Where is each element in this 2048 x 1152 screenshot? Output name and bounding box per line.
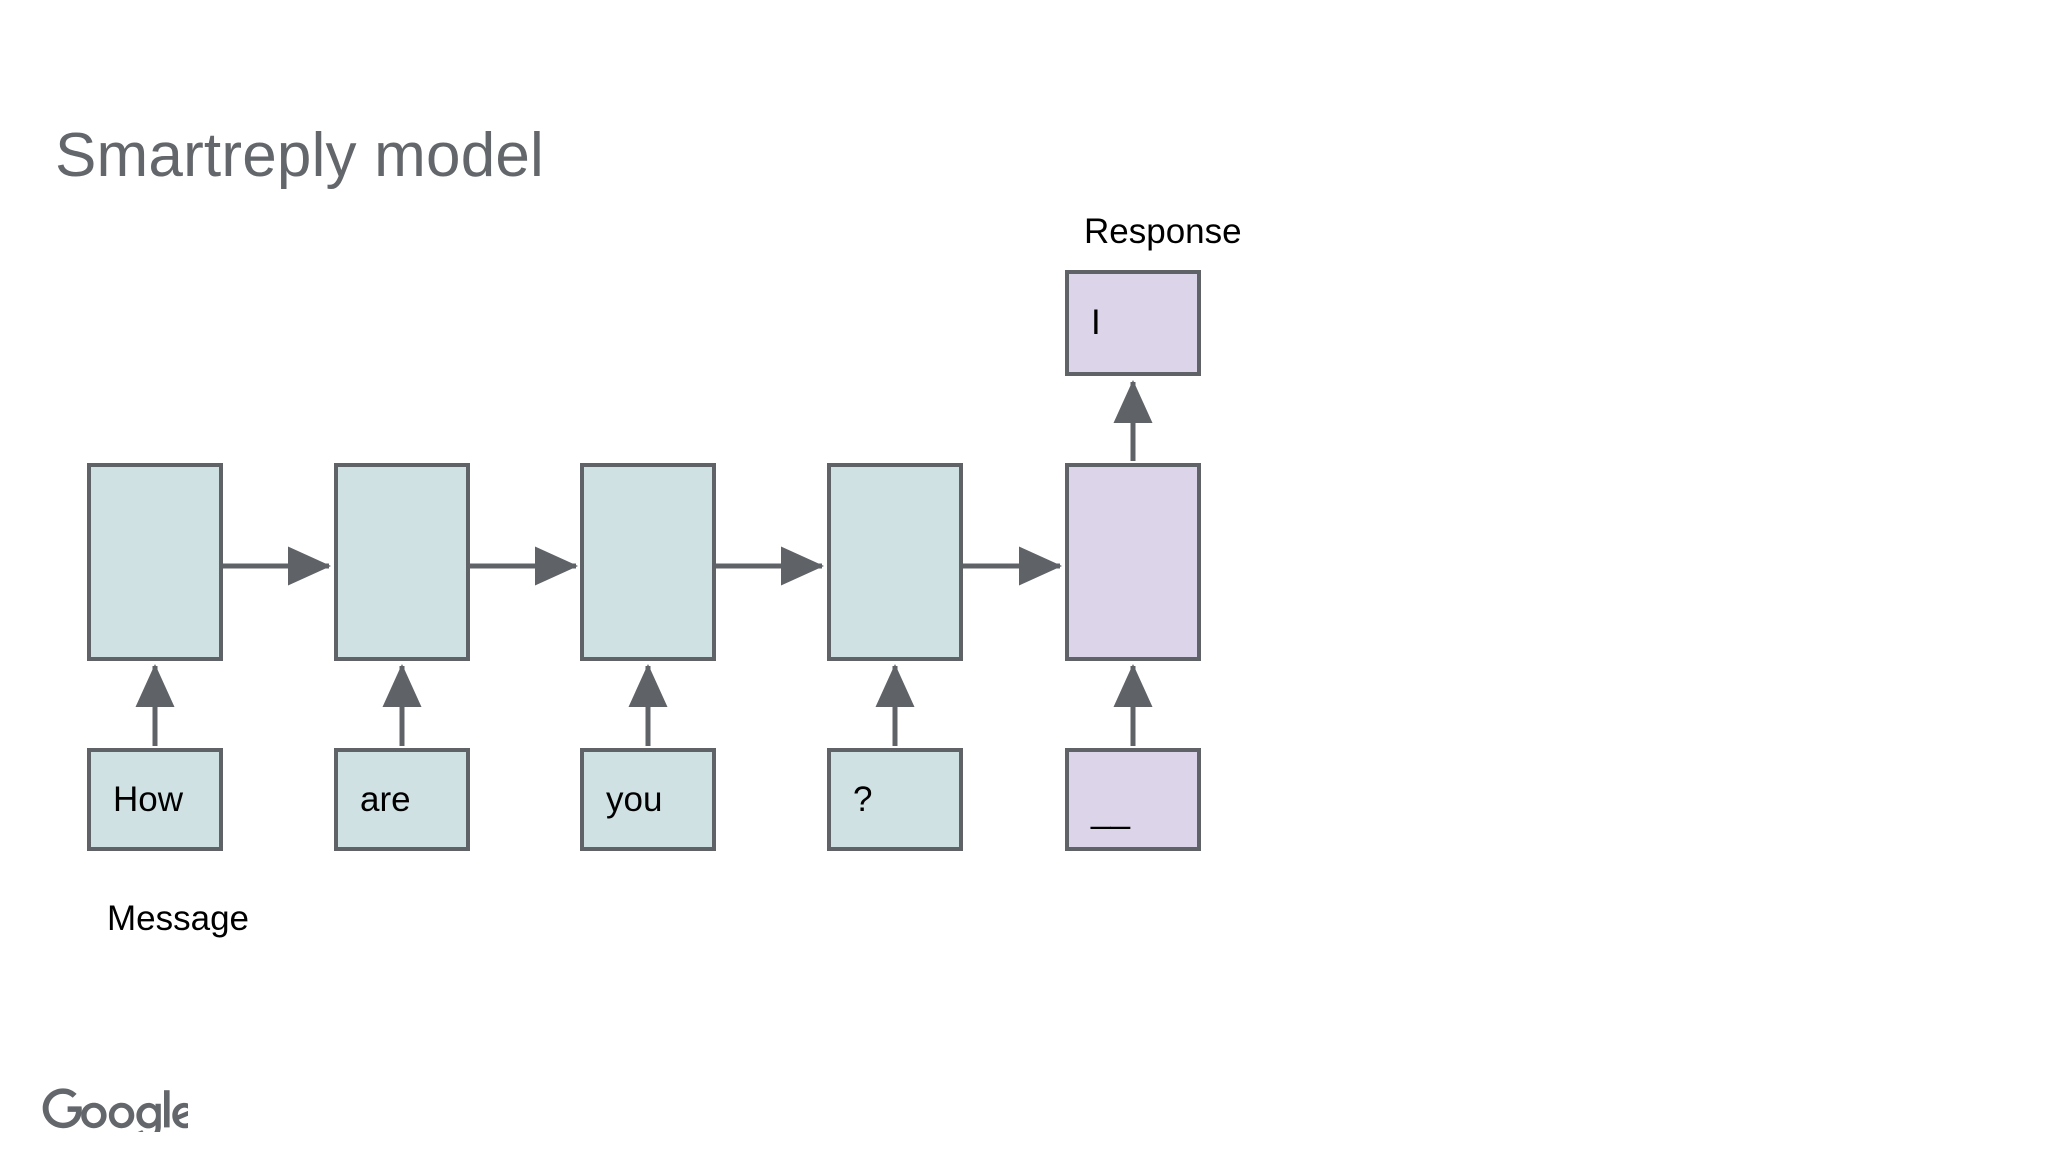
input-token-box-5[interactable]: __ bbox=[1065, 748, 1201, 851]
input-token-label-3: you bbox=[606, 779, 663, 819]
input-token-box-4[interactable]: ? bbox=[827, 748, 963, 851]
input-token-label-4: ? bbox=[853, 779, 873, 819]
encoder-cell-1[interactable] bbox=[87, 463, 223, 661]
input-token-label-5: __ bbox=[1091, 790, 1130, 830]
message-caption: Message bbox=[107, 899, 250, 938]
decoder-cell-1[interactable] bbox=[1065, 463, 1201, 661]
response-token-box[interactable]: I bbox=[1065, 270, 1201, 376]
response-caption: Response bbox=[1084, 212, 1242, 251]
input-token-box-3[interactable]: you bbox=[580, 748, 716, 851]
encoder-cell-4[interactable] bbox=[827, 463, 963, 661]
page-title: Smartreply model bbox=[55, 121, 545, 190]
input-token-box-1[interactable]: How bbox=[87, 748, 223, 851]
response-token-label: I bbox=[1091, 303, 1101, 342]
input-token-box-2[interactable]: are bbox=[334, 748, 470, 851]
google-logo bbox=[38, 1078, 188, 1134]
encoder-cell-3[interactable] bbox=[580, 463, 716, 661]
input-token-label-1: How bbox=[113, 779, 184, 819]
encoder-cell-2[interactable] bbox=[334, 463, 470, 661]
google-wordmark-icon bbox=[42, 1088, 188, 1132]
input-token-label-2: are bbox=[360, 779, 411, 819]
